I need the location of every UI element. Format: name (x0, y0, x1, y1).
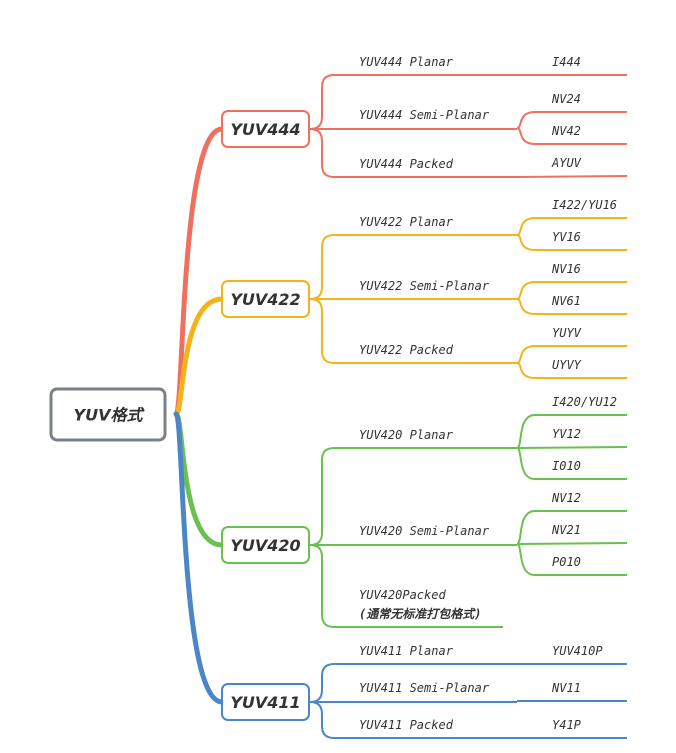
root-node[interactable]: YUV格式 (49, 387, 167, 442)
sub-node-label-yuv411-planar: YUV411 Planar (359, 644, 454, 658)
branch-yuv422-packed-to-uyvy (516, 362, 627, 379)
sub-node-yuv411-planar[interactable]: YUV411 Planar (359, 644, 454, 658)
sub-node-yuv422-packed[interactable]: YUV422 Packed (359, 343, 454, 357)
sub-node-label-yuv420-planar: YUV420 Planar (359, 428, 454, 442)
branch-yuv420-semi-planar-to-nv21 (516, 542, 628, 545)
branch-yuv444-packed-to-ayuv (516, 175, 628, 178)
sub-node-note-yuv420packed: (通常无标准打包格式) (359, 607, 481, 621)
sub-node-label-yuv422-planar: YUV422 Planar (359, 215, 454, 229)
leaf-node-yv16[interactable]: YV16 (552, 230, 581, 244)
leaf-node-nv42[interactable]: NV42 (551, 124, 581, 138)
leaf-node-i422-yu16[interactable]: I422/YU16 (552, 198, 617, 212)
leaf-node-nv12[interactable]: NV12 (551, 491, 581, 505)
group-node-yuv444[interactable]: YUV444 (221, 110, 310, 148)
leaf-node-nv11[interactable]: NV11 (551, 681, 581, 695)
sub-node-label-yuv411-packed: YUV411 Packed (359, 718, 454, 732)
group-node-yuv422[interactable]: YUV422 (221, 280, 310, 318)
sub-node-yuv420packed[interactable]: YUV420Packed (通常无标准打包格式) (359, 588, 481, 621)
sub-node-yuv444-packed[interactable]: YUV444 Packed (359, 157, 454, 171)
leaf-node-yuv410p[interactable]: YUV410P (552, 644, 603, 658)
branch-yuv444-semi-planar-to-nv42 (516, 127, 627, 145)
sub-node-yuv411-semi-planar[interactable]: YUV411 Semi-Planar (359, 681, 490, 695)
branch-root-to-yuv422 (173, 296, 225, 417)
leaf-node-i420-yu12[interactable]: I420/YU12 (552, 395, 617, 409)
leaf-node-nv16[interactable]: NV16 (551, 262, 581, 276)
sub-node-yuv422-semi-planar[interactable]: YUV422 Semi-Planar (359, 279, 490, 293)
leaf-node-ayuv[interactable]: AYUV (551, 156, 582, 170)
leaf-node-i010[interactable]: I010 (552, 459, 581, 473)
branch-yuv422-to-yuv422-packed (309, 298, 517, 364)
branch-root-to-yuv411 (173, 411, 225, 705)
leaf-node-nv24[interactable]: NV24 (551, 92, 581, 106)
leaf-node-uyvy[interactable]: UYVY (552, 358, 582, 372)
sub-node-label-yuv422-semi-planar: YUV422 Semi-Planar (359, 279, 490, 293)
group-node-yuv420[interactable]: YUV420 (221, 526, 310, 564)
sub-node-label-yuv444-packed: YUV444 Packed (359, 157, 454, 171)
sub-node-label-yuv444-semi-planar: YUV444 Semi-Planar (359, 108, 490, 122)
branch-yuv420-planar-to-i010 (516, 447, 627, 480)
leaf-node-yv12[interactable]: YV12 (552, 427, 581, 441)
sub-node-label-yuv422-packed: YUV422 Packed (359, 343, 454, 357)
group-node-box-yuv422 (221, 280, 310, 318)
sub-node-label-yuv411-semi-planar: YUV411 Semi-Planar (359, 681, 490, 695)
group-node-yuv411[interactable]: YUV411 (221, 683, 310, 721)
sub-node-label-yuv420-semi-planar: YUV420 Semi-Planar (359, 524, 490, 538)
sub-node-yuv411-packed[interactable]: YUV411 Packed (359, 718, 454, 732)
root-node-label: YUV格式 (74, 406, 146, 425)
group-node-box-yuv420 (221, 526, 310, 564)
branch-yuv420-semi-planar-to-p010 (516, 543, 627, 576)
sub-node-yuv420-semi-planar[interactable]: YUV420 Semi-Planar (359, 524, 490, 538)
group-node-label-yuv420: YUV420 (230, 536, 300, 555)
leaf-node-nv21[interactable]: NV21 (551, 523, 581, 537)
leaf-node-nv61[interactable]: NV61 (551, 294, 581, 308)
group-node-box-yuv444 (221, 110, 310, 148)
branch-yuv420-planar-to-yv12 (516, 446, 628, 449)
branch-yuv444-to-yuv444-packed (309, 128, 517, 178)
sub-node-yuv444-planar[interactable]: YUV444 Planar (359, 55, 454, 69)
leaf-node-yuyv[interactable]: YUYV (552, 326, 582, 340)
group-node-label-yuv444: YUV444 (230, 120, 300, 139)
connectors (173, 74, 628, 739)
branch-yuv422-planar-to-yv16 (516, 234, 627, 251)
group-node-label-yuv422: YUV422 (230, 290, 300, 309)
sub-node-yuv422-planar[interactable]: YUV422 Planar (359, 215, 454, 229)
sub-node-yuv444-semi-planar[interactable]: YUV444 Semi-Planar (359, 108, 490, 122)
branch-yuv420-to-yuv420packed (309, 544, 503, 628)
leaf-node-p010[interactable]: P010 (552, 555, 581, 569)
leaf-node-i444[interactable]: I444 (552, 55, 581, 69)
branch-yuv422-semi-planar-to-nv61 (516, 298, 627, 315)
sub-node-label-yuv444-planar: YUV444 Planar (359, 55, 454, 69)
group-node-label-yuv411: YUV411 (230, 693, 300, 712)
sub-node-label-yuv420packed: YUV420Packed (359, 588, 446, 602)
branch-yuv420-semi-planar-to-nv12 (516, 510, 627, 545)
root-node-box (49, 387, 167, 442)
branch-yuv411-to-yuv411-packed (309, 701, 517, 739)
group-node-box-yuv411 (221, 683, 310, 721)
branch-yuv420-planar-to-i420-yu12 (516, 414, 627, 449)
leaf-node-y41p[interactable]: Y41P (552, 718, 582, 732)
sub-node-yuv420-planar[interactable]: YUV420 Planar (359, 428, 454, 442)
